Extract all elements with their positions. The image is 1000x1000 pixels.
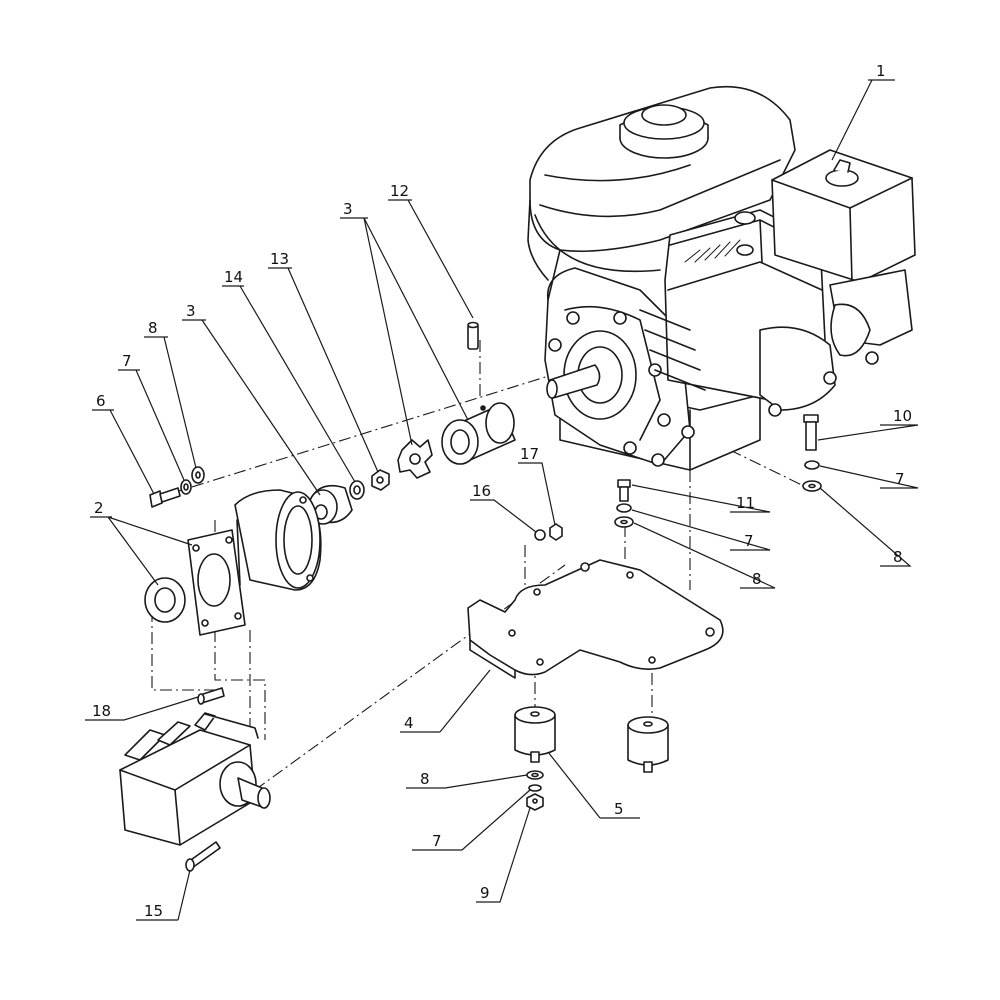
engine [527, 85, 916, 471]
callout-8-right: 8 [893, 548, 903, 566]
nut-9 [526, 793, 544, 811]
washer-8-left [191, 466, 205, 484]
washer-7-mid [616, 503, 632, 513]
gasket-ring [144, 577, 186, 623]
callout-6: 6 [96, 392, 106, 410]
bolt-10 [803, 414, 819, 451]
key-pin [467, 321, 479, 350]
coupling-half-engine-side [441, 402, 516, 465]
washer-7-right [804, 460, 820, 470]
callout-8-mid: 8 [752, 570, 762, 588]
callout-3-top: 3 [343, 200, 353, 218]
nut-17 [549, 523, 563, 541]
flange-plate [187, 529, 246, 636]
callout-18: 18 [92, 702, 111, 720]
callout-3-left: 3 [186, 302, 196, 320]
callout-1: 1 [876, 62, 886, 80]
callout-14: 14 [224, 268, 243, 286]
rubber-mount [514, 706, 556, 763]
bearing-housing [234, 489, 322, 591]
washer-8-lower [526, 770, 544, 780]
washer-16 [534, 529, 546, 541]
washer-14 [349, 480, 365, 500]
callout-17: 17 [520, 445, 539, 463]
nut-13 [371, 469, 390, 491]
washer-7-lower [528, 784, 542, 792]
bolt-6 [149, 487, 181, 508]
callout-labels: 1 2 3 3 4 5 6 7 7 7 7 8 8 8 8 9 10 11 12… [92, 62, 912, 920]
callout-10: 10 [893, 407, 912, 425]
callout-8-left: 8 [148, 319, 158, 337]
rubber-mount-2 [627, 716, 669, 773]
screw-15 [185, 841, 221, 872]
washer-8-right [802, 480, 822, 492]
callout-7-left: 7 [122, 352, 132, 370]
callout-9: 9 [480, 884, 490, 902]
washer-7-left [180, 479, 192, 495]
callout-15: 15 [144, 902, 163, 920]
spider-insert [397, 439, 433, 479]
bolt-11 [617, 479, 631, 502]
callout-leaders [85, 79, 919, 921]
screw-18 [197, 687, 225, 705]
callout-11: 11 [736, 494, 755, 512]
callout-16: 16 [472, 482, 491, 500]
callout-2: 2 [94, 499, 104, 517]
callout-7-right: 7 [895, 470, 905, 488]
gear-pump [119, 712, 271, 846]
callout-7-mid: 7 [744, 532, 754, 550]
callout-12: 12 [390, 182, 409, 200]
callout-4: 4 [404, 714, 414, 732]
base-plate [467, 559, 724, 679]
callout-13: 13 [270, 250, 289, 268]
washer-8-mid [614, 516, 634, 528]
callout-5: 5 [614, 800, 624, 818]
callout-7-lower: 7 [432, 832, 442, 850]
callout-8-lower: 8 [420, 770, 430, 788]
